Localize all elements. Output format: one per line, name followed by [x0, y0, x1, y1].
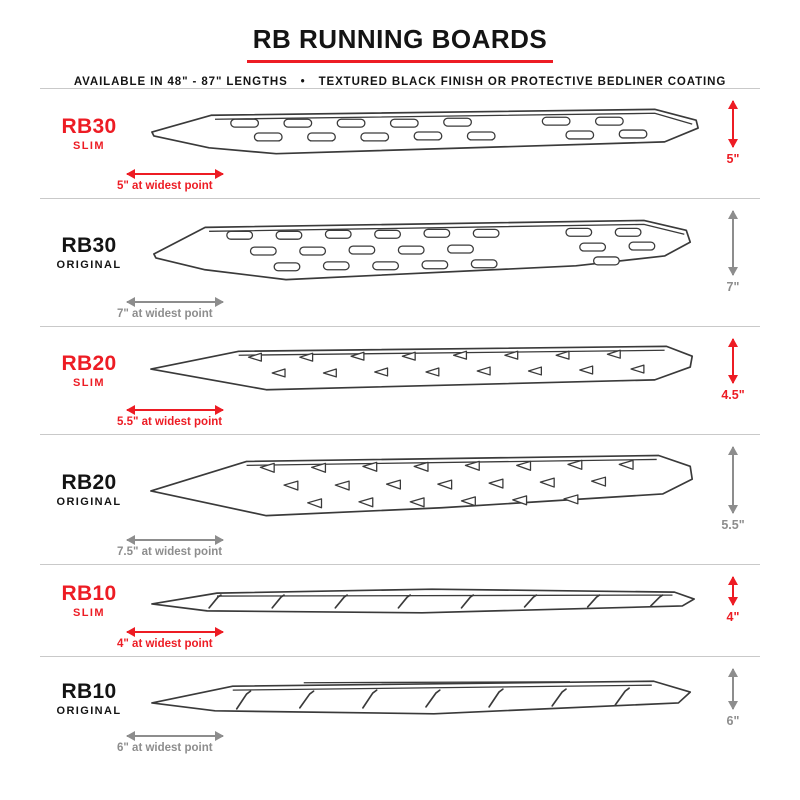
subtitle: AVAILABLE IN 48" - 87" LENGTHS • TEXTURE… [40, 76, 760, 88]
model-label: RB30 SLIM [40, 115, 146, 152]
height-measure: 6" [726, 668, 740, 728]
height-arrow-icon [727, 668, 738, 710]
width-arrow-icon [126, 627, 224, 637]
model-name: RB30 [61, 115, 117, 138]
height-measure: 4.5" [721, 338, 745, 402]
width-measure: 5.5" at widest point [117, 405, 224, 428]
height-arrow-icon [728, 446, 738, 514]
width-label: 7.5" at widest point [117, 546, 223, 558]
rows-container: RB30 SLIM 5" at widest point 5" [40, 88, 760, 760]
rb10-slim-board-drawing [151, 587, 696, 614]
model-name: RB10 [61, 680, 117, 703]
width-measure: 4" at widest point [117, 627, 224, 650]
width-arrow-icon [126, 731, 224, 741]
row-rb30-slim: RB30 SLIM 5" at widest point 5" [40, 89, 760, 198]
height-label: 5" [726, 152, 740, 166]
width-measure: 6" at widest point [117, 731, 224, 754]
subtitle-right: TEXTURED BLACK FINISH OR PROTECTIVE BEDL… [318, 76, 727, 88]
height-arrow-icon [727, 210, 738, 276]
model-variant: ORIGINAL [56, 259, 122, 271]
model-variant: ORIGINAL [56, 705, 122, 717]
row-divider [40, 88, 760, 89]
model-variant: SLIM [73, 377, 105, 389]
height-label: 6" [726, 714, 740, 728]
height-label: 4.5" [721, 388, 745, 402]
row-divider [40, 198, 760, 199]
width-arrow-icon [126, 169, 224, 179]
height-measure: 5" [726, 100, 740, 166]
header: RB RUNNING BOARDS AVAILABLE IN 48" - 87"… [40, 24, 760, 88]
row-rb10-original: RB10 ORIGINAL 6" at widest point 6" [40, 657, 760, 760]
height-label: 7" [726, 280, 740, 294]
subtitle-left: AVAILABLE IN 48" - 87" LENGTHS [73, 76, 288, 88]
width-measure: 7.5" at widest point [117, 535, 224, 558]
model-name: RB10 [61, 582, 117, 605]
model-variant: ORIGINAL [56, 496, 122, 508]
row-divider [40, 656, 760, 657]
model-variant: SLIM [73, 140, 105, 152]
row-rb20-original: RB20 ORIGINAL 7.5" at widest point 5.5" [40, 435, 760, 564]
model-name: RB30 [61, 234, 117, 257]
height-arrow-icon [727, 100, 738, 148]
rb20-original-board-drawing [150, 454, 694, 516]
height-arrow-icon [727, 576, 738, 606]
row-divider [40, 564, 760, 565]
rb30-slim-board-drawing [151, 108, 699, 155]
model-name: RB20 [61, 471, 117, 494]
height-label: 4" [726, 610, 740, 624]
rb20-slim-board-drawing [150, 345, 694, 391]
width-arrow-icon [126, 297, 224, 307]
height-label: 5.5" [721, 518, 745, 532]
model-label: RB10 SLIM [40, 582, 146, 619]
width-label: 6" at widest point [117, 742, 213, 754]
width-measure: 7" at widest point [117, 297, 224, 320]
row-rb10-slim: RB10 SLIM 4" at widest point 4" [40, 565, 760, 656]
bullet-icon: • [300, 76, 306, 88]
model-variant: SLIM [73, 607, 105, 619]
model-label: RB20 ORIGINAL [40, 471, 146, 508]
row-rb20-slim: RB20 SLIM 5.5" at widest point 4.5" [40, 327, 760, 434]
width-label: 5.5" at widest point [117, 416, 223, 428]
model-label: RB20 SLIM [40, 352, 146, 389]
width-arrow-icon [126, 405, 224, 415]
row-rb30-original: RB30 ORIGINAL 7" at widest point 7" [40, 199, 760, 326]
width-measure: 5" at widest point [117, 169, 224, 192]
rb30-original-board-drawing [153, 219, 692, 280]
height-arrow-icon [728, 338, 738, 384]
model-label: RB30 ORIGINAL [40, 234, 146, 271]
width-label: 5" at widest point [117, 180, 213, 192]
height-measure: 4" [726, 576, 740, 624]
row-divider [40, 434, 760, 435]
height-measure: 5.5" [721, 446, 745, 532]
page-title: RB RUNNING BOARDS [246, 24, 554, 63]
height-measure: 7" [726, 210, 740, 294]
model-label: RB10 ORIGINAL [40, 680, 146, 717]
width-arrow-icon [126, 535, 224, 545]
width-label: 4" at widest point [117, 638, 213, 650]
model-name: RB20 [61, 352, 117, 375]
width-label: 7" at widest point [117, 308, 213, 320]
row-divider [40, 326, 760, 327]
rb10-original-board-drawing [151, 679, 692, 715]
